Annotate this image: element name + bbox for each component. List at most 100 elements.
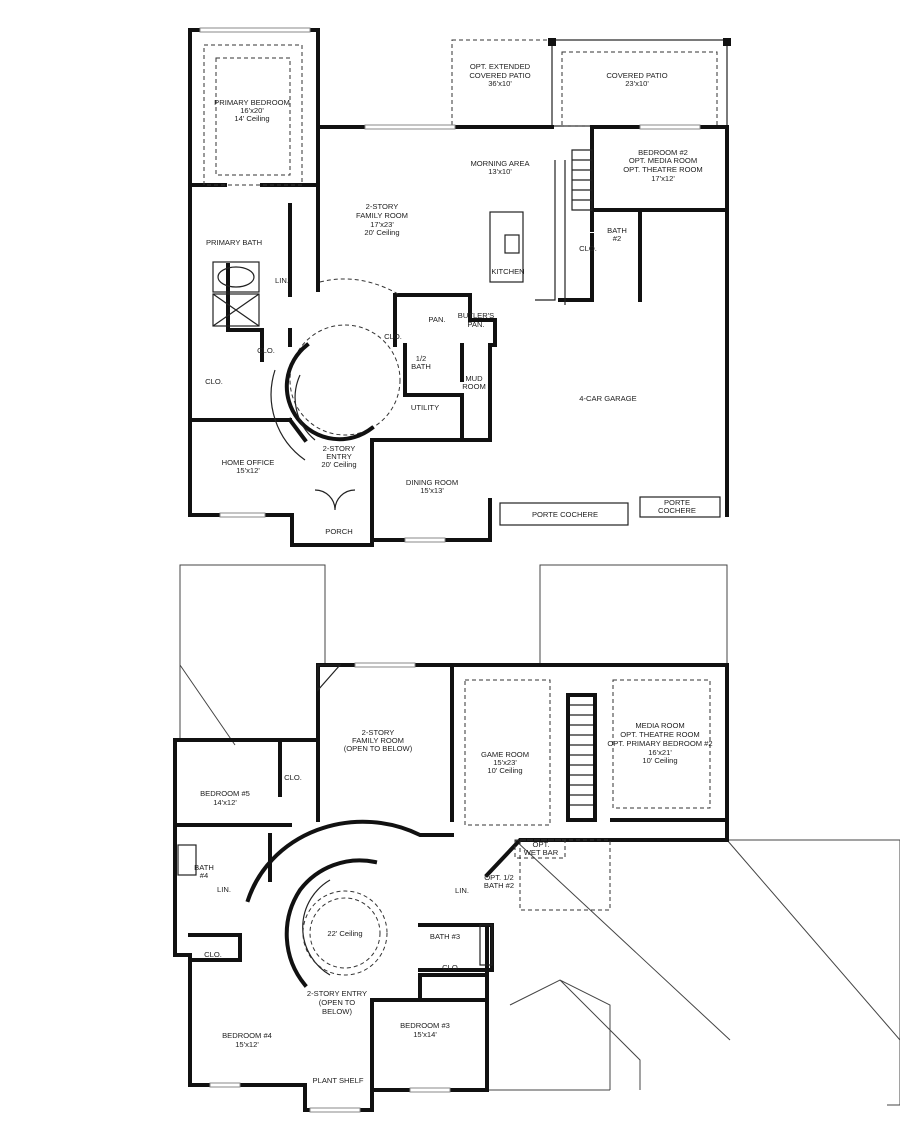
window <box>199 27 311 33</box>
label: 20' Ceiling <box>321 460 356 469</box>
label: ROOM <box>462 382 486 391</box>
room-label-closet: CLO. <box>579 244 597 253</box>
room-label-primary-bath: PRIMARY BATH <box>206 238 262 247</box>
label: 17'x12' <box>651 174 675 183</box>
label: BATH #2 <box>484 881 514 890</box>
window <box>639 124 701 130</box>
label: OPT. PRIMARY BEDROOM #2 <box>607 739 712 748</box>
label: 15'x23' <box>493 758 517 767</box>
label: MEDIA ROOM <box>635 721 684 730</box>
room-label-family-room: 2-STORY FAMILY ROOM 17'x23' 20' Ceiling <box>356 202 408 237</box>
room-label-closet: CLO. <box>442 963 460 972</box>
room-label-bath-3: BATH #3 <box>430 932 460 941</box>
label: BEDROOM #3 <box>400 1021 450 1030</box>
label: 2-STORY ENTRY <box>307 989 367 998</box>
window <box>354 662 416 668</box>
tub <box>177 844 197 876</box>
label: 10' Ceiling <box>642 756 677 765</box>
room-label-covered-patio: COVERED PATIO 23'x10' <box>606 71 667 88</box>
curved-stair <box>302 879 331 976</box>
covered-patio-inner <box>561 51 718 127</box>
tray-ceiling-inner <box>215 57 291 176</box>
room-label-wet-bar: OPT. WET BAR <box>524 840 559 857</box>
shower <box>212 293 260 327</box>
label: BELOW) <box>322 1007 352 1016</box>
shower-x <box>212 293 260 327</box>
porte-cochere-slab-2 <box>639 496 721 518</box>
kitchen-island <box>489 211 524 283</box>
tub <box>212 261 260 293</box>
label: (OPEN TO BELOW) <box>344 744 413 753</box>
room-label-bedroom-3: BEDROOM #3 15'x14' <box>400 1021 450 1039</box>
room-label-linen: LIN. <box>217 885 231 894</box>
room-label-bath-2: BATH #2 <box>607 226 627 243</box>
label: FAMILY ROOM <box>356 211 408 220</box>
room-label-linen: LIN. <box>275 276 289 285</box>
room-label-closet: CLO. <box>384 332 402 341</box>
patio-column <box>548 38 556 46</box>
label: (OPEN TO <box>319 998 356 1007</box>
kitchen-counter <box>535 160 566 305</box>
arch <box>319 278 401 296</box>
room-label-game-room: GAME ROOM 15'x23' 10' Ceiling <box>481 750 529 775</box>
room-label-family-room-2: 2-STORY FAMILY ROOM (OPEN TO BELOW) <box>344 728 413 753</box>
roof-lines <box>179 564 900 1106</box>
room-label-porte-cochere: PORTE COCHERE <box>532 510 598 519</box>
window <box>404 537 446 543</box>
room-label-kitchen: KITCHEN <box>491 267 524 276</box>
label: COCHERE <box>658 506 696 515</box>
room-label-mud-room: MUD ROOM <box>462 374 486 391</box>
gallery-wall <box>245 819 454 903</box>
exterior-walls <box>173 663 729 1112</box>
tray-ceiling <box>203 44 303 186</box>
room-label-closet: CLO. <box>284 773 302 782</box>
label: ENTRY <box>326 452 352 461</box>
room-label-closet: CLO. <box>205 377 223 386</box>
stairs <box>571 149 593 211</box>
label: 16'x20' <box>240 106 264 115</box>
game-room-outline <box>464 679 551 826</box>
label: 15'x13' <box>420 486 444 495</box>
label: COVERED PATIO <box>469 71 530 80</box>
label: PRIMARY BEDROOM <box>214 98 290 107</box>
interior-walls <box>188 125 729 542</box>
tub-basin <box>217 266 255 288</box>
room-label-linen: LIN. <box>455 886 469 895</box>
label: 13'x10' <box>488 167 512 176</box>
label: GAME ROOM <box>481 750 529 759</box>
label: 15'x12' <box>235 1040 259 1049</box>
patio-column <box>723 38 731 46</box>
window <box>309 1107 361 1113</box>
label: 23'x10' <box>625 79 649 88</box>
wet-bar-outline <box>514 839 566 859</box>
media-room-outline <box>612 679 711 809</box>
label: PAN. <box>467 320 484 329</box>
label: 16'x21' <box>648 748 672 757</box>
label: 14'x12' <box>213 798 237 807</box>
label: 14' Ceiling <box>234 114 269 123</box>
label: 2-STORY <box>362 728 395 737</box>
label: DINING ROOM <box>406 478 458 487</box>
rotunda-wall <box>284 342 375 442</box>
label: #2 <box>613 234 621 243</box>
label: 20' Ceiling <box>364 228 399 237</box>
room-label-media-room: MEDIA ROOM OPT. THEATRE ROOM OPT. PRIMAR… <box>607 721 712 765</box>
label: OPT. <box>533 840 550 849</box>
label: 1/2 <box>416 354 427 363</box>
room-label-porch: PORCH <box>325 527 352 536</box>
label: 2-STORY <box>366 202 399 211</box>
curved-stair <box>270 369 316 461</box>
rotunda-dashed <box>289 324 401 436</box>
label: COVERED PATIO <box>606 71 667 80</box>
label: OPT. THEATRE ROOM <box>620 730 699 739</box>
label: 15'x14' <box>413 1030 437 1039</box>
fireplace-chase <box>317 664 342 692</box>
ceiling-dome <box>302 890 388 976</box>
stairs <box>570 704 593 806</box>
porte-cochere-slab <box>499 502 629 526</box>
label: PORTE <box>664 498 690 507</box>
label: 2-STORY <box>323 444 356 453</box>
tub <box>479 924 493 966</box>
label: WET BAR <box>524 848 559 857</box>
